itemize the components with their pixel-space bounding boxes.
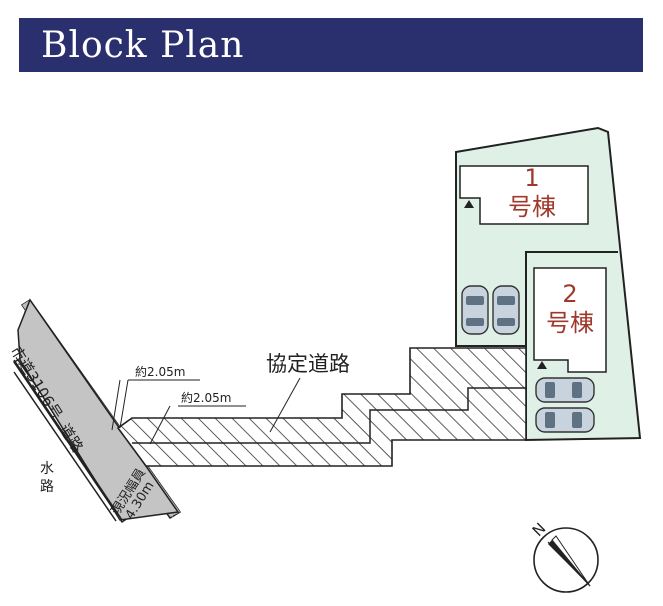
dimension-2-label: 約2.05m [181,390,231,405]
car-icon [461,285,489,335]
car-icon [492,285,520,335]
agreement-road [116,347,527,467]
car-icon [535,377,595,403]
page-title: Block Plan [41,24,245,66]
lot-1-number: 1 [524,164,539,192]
agreement-road-label: 協定道路 [266,352,350,376]
lot-2-suffix: 号棟 [546,309,594,337]
waterway-label-1: 水 [40,461,54,477]
header-banner: Block Plan [19,18,643,72]
waterway-label-2: 路 [40,479,54,495]
lot-2-number: 2 [562,280,577,308]
car-icon [535,407,595,433]
lot-1-suffix: 号棟 [508,193,556,221]
dimension-1 [111,379,200,431]
dimension-2 [149,405,246,445]
dimension-1-label: 約2.05m [135,364,185,379]
public-road-surface [17,298,180,521]
compass-icon [533,527,599,593]
building-2 [533,267,607,373]
building-1 [459,165,589,225]
